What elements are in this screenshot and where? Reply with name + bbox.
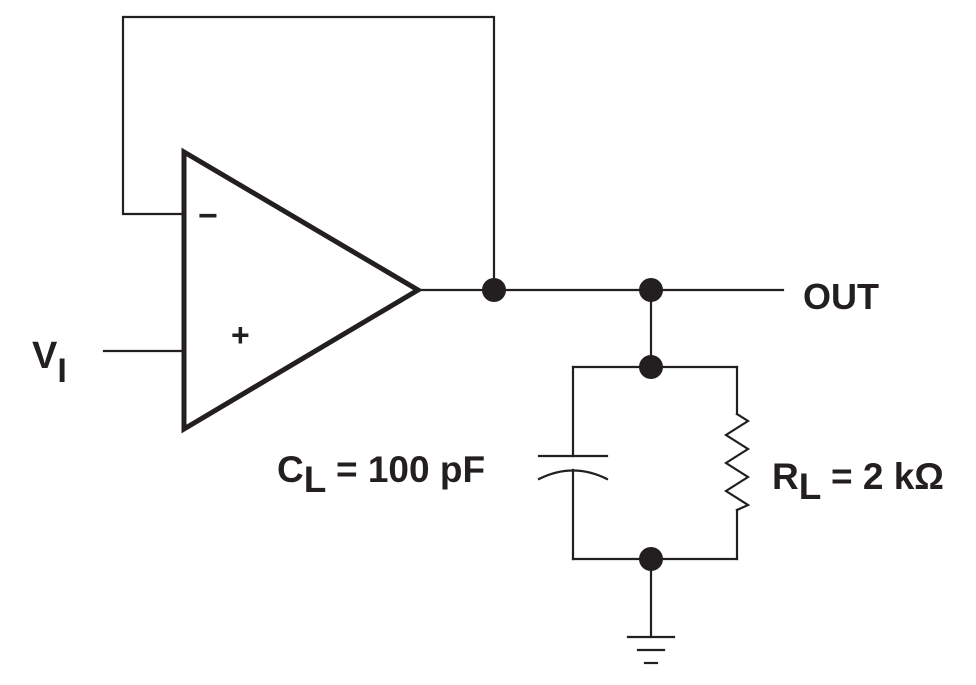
non-inverting-input-sign: + (231, 317, 250, 353)
input-label: VI (32, 335, 67, 390)
op-amp-symbol (181, 147, 423, 434)
resistor-symbol (723, 365, 751, 561)
ground-symbol (626, 557, 676, 665)
feedback-wire (121, 15, 496, 292)
output-label: OUT (803, 276, 879, 317)
junction-dot-load-bottom (639, 547, 663, 571)
junction-dot-output (639, 278, 663, 302)
inverting-input-sign: − (198, 197, 218, 235)
resistor-label: RL = 2 kΩ (772, 456, 944, 507)
capacitor-label: CL = 100 pF (277, 449, 485, 500)
junction-dot-load-top (639, 355, 663, 379)
junction-dot-feedback (482, 278, 506, 302)
capacitor-symbol (537, 365, 609, 561)
